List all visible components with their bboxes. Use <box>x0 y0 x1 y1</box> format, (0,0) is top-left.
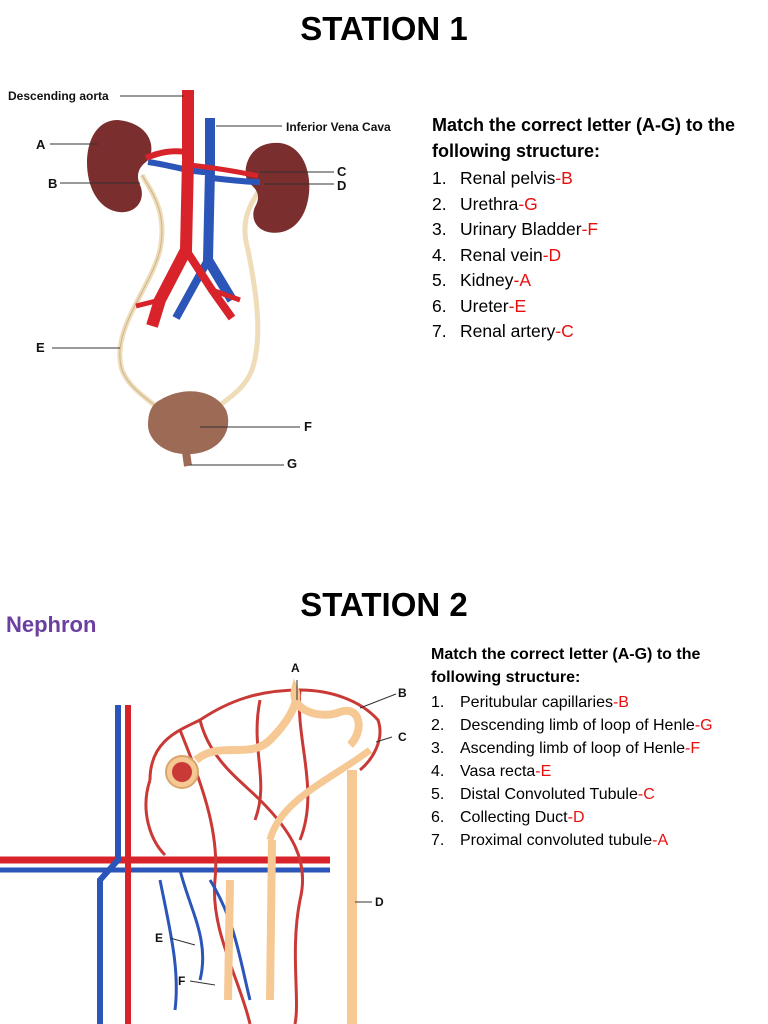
station-1-title: STATION 1 <box>300 10 468 47</box>
proximal-convoluted-tubule <box>193 678 363 764</box>
left-kidney <box>87 120 152 213</box>
label-g: G <box>287 456 297 471</box>
station-1-answer-list: 1.Renal pelvis-B 2.Urethra-G 3.Urinary B… <box>432 166 752 345</box>
label-d: D <box>375 895 384 909</box>
list-item: 6.Ureter-E <box>432 295 527 316</box>
urinary-system-diagram: Descending aorta Inferior Vena Cava A B … <box>8 89 391 471</box>
nephron-heading: Nephron <box>6 612 97 637</box>
station-2-prompt: Match the correct letter (A-G) to the fo… <box>431 646 701 686</box>
right-ureter <box>212 183 265 412</box>
list-item: 1.Renal pelvis-B <box>432 168 573 188</box>
label-descending-aorta: Descending aorta <box>8 89 109 103</box>
vasa-recta <box>158 869 252 1011</box>
distal-convoluted-tubule <box>266 747 373 842</box>
list-item: 5.Kidney-A <box>432 270 532 290</box>
list-item: 4.Vasa recta-E <box>431 763 552 780</box>
list-item: 7.Renal artery-C <box>432 321 574 341</box>
label-e: E <box>36 340 45 355</box>
loop-of-henle <box>224 839 276 1001</box>
label-b: B <box>48 176 57 191</box>
right-kidney <box>245 142 310 233</box>
label-a: A <box>291 661 300 675</box>
list-item: 6.Collecting Duct-D <box>431 809 585 826</box>
list-item: 2.Urethra-G <box>432 193 538 214</box>
list-item: 4.Renal vein-D <box>432 244 562 265</box>
label-e: E <box>155 931 163 945</box>
list-item: 1.Peritubular capillaries-B <box>431 694 629 711</box>
list-item: 5.Distal Convoluted Tubule-C <box>431 786 655 803</box>
urethra <box>182 451 192 467</box>
list-item: 3.Urinary Bladder-F <box>432 219 599 239</box>
inferior-vena-cava <box>202 118 237 303</box>
label-a: A <box>36 137 46 152</box>
station-1-question: Match the correct letter (A-G) to the fo… <box>432 112 752 345</box>
label-b: B <box>398 686 407 700</box>
label-f: F <box>304 419 312 434</box>
label-inferior-vena-cava: Inferior Vena Cava <box>286 120 391 134</box>
label-c: C <box>398 730 407 744</box>
station-2-question: Match the correct letter (A-G) to the fo… <box>431 643 761 852</box>
label-c: C <box>337 164 347 179</box>
station-2-title: STATION 2 <box>300 586 468 623</box>
label-d: D <box>337 178 346 193</box>
urinary-bladder <box>148 391 229 455</box>
list-item: 2.Descending limb of loop of Henle-G <box>431 717 713 734</box>
list-item: 3.Ascending limb of loop of Henle-F <box>431 740 701 757</box>
label-f: F <box>178 974 185 988</box>
station-1-prompt: Match the correct letter (A-G) to the fo… <box>432 115 736 161</box>
station-2-answer-list: 1.Peritubular capillaries-B 2.Descending… <box>431 691 761 852</box>
list-item: 7.Proximal convoluted tubule-A <box>431 832 669 849</box>
